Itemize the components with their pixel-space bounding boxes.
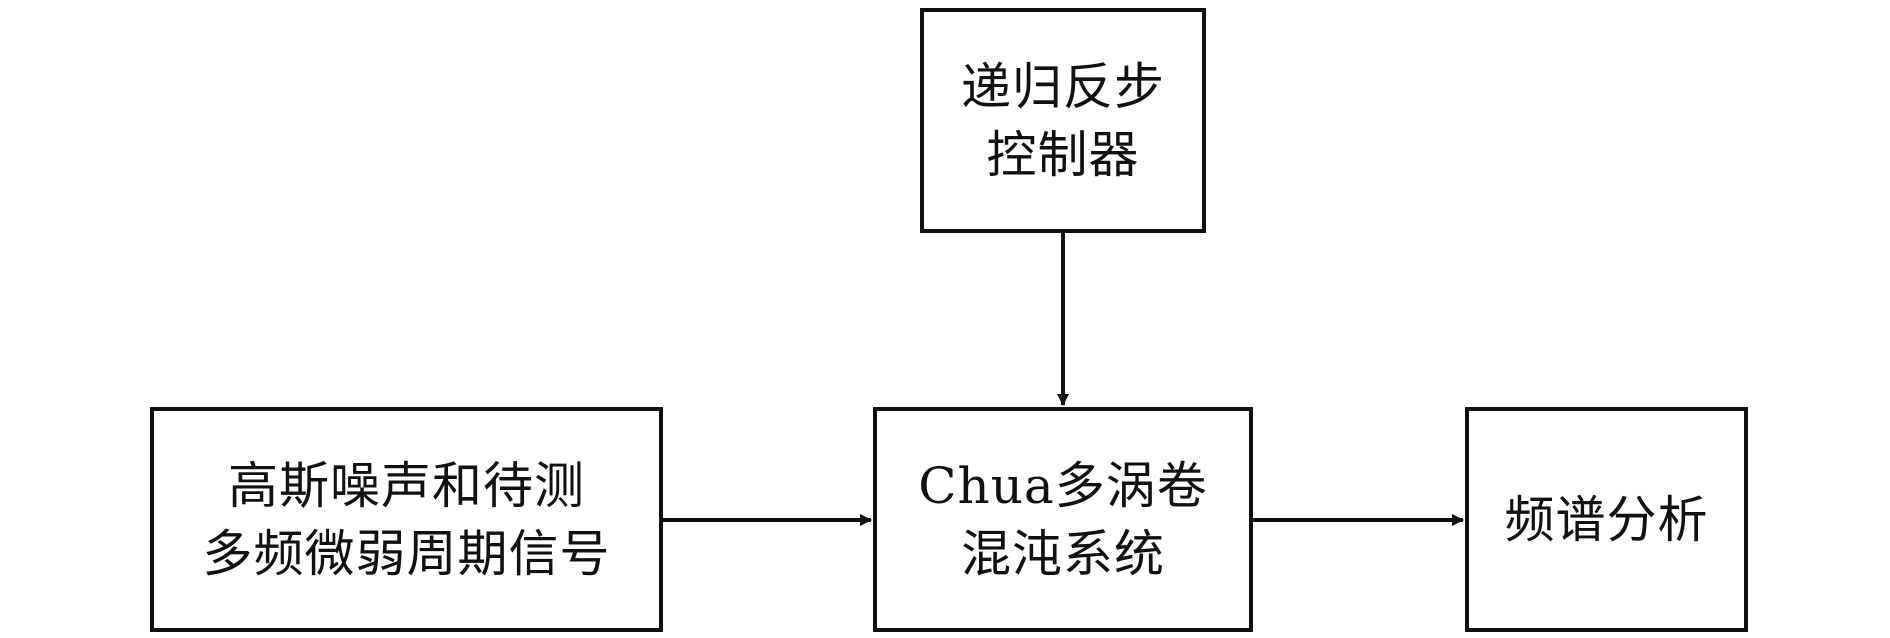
- input-signal-label-line-2: 多频微弱周期信号: [202, 524, 611, 583]
- input-signal-label: 高斯噪声和待测 多频微弱周期信号: [203, 452, 611, 588]
- chaotic-system-label-line-2: 混沌系统: [960, 524, 1165, 583]
- input-signal-block: 高斯噪声和待测 多频微弱周期信号: [150, 407, 663, 632]
- spectrum-analysis-label: 频谱分析: [1505, 486, 1709, 554]
- input-signal-label-line-1: 高斯噪声和待测: [228, 456, 585, 515]
- spectrum-analysis-label-line-1: 频谱分析: [1504, 490, 1709, 549]
- controller-label-line-2: 控制器: [986, 125, 1140, 184]
- controller-block: 递归反步 控制器: [920, 8, 1206, 233]
- spectrum-analysis-block: 频谱分析: [1465, 407, 1748, 632]
- chaotic-system-label: Chua多涡卷 混沌系统: [918, 452, 1207, 588]
- controller-label-line-1: 递归反步: [961, 57, 1165, 116]
- controller-label: 递归反步 控制器: [961, 53, 1165, 189]
- chaotic-system-block: Chua多涡卷 混沌系统: [873, 407, 1253, 632]
- chaotic-system-label-line-1: Chua多涡卷: [918, 456, 1208, 515]
